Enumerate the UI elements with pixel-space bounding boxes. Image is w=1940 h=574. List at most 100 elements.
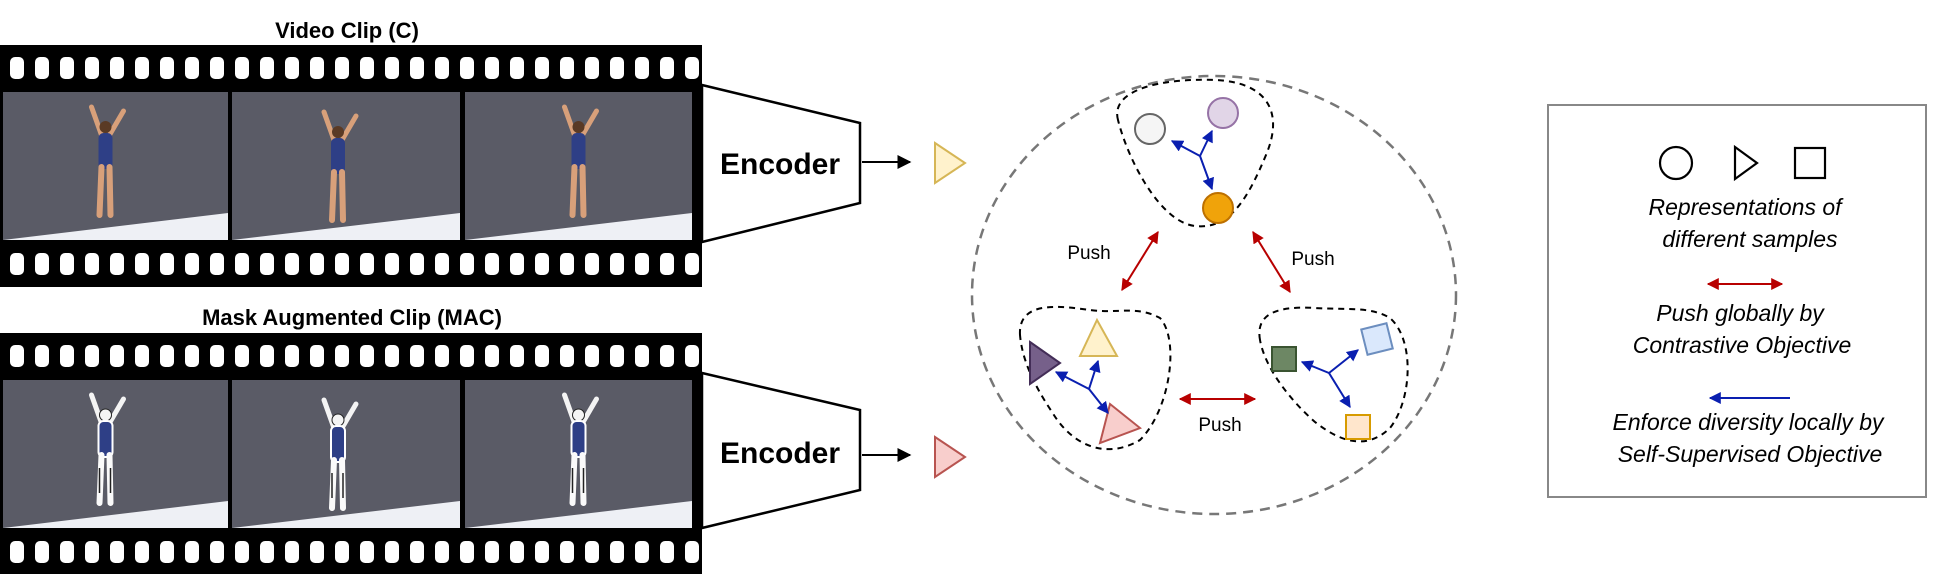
sprocket-hole (160, 345, 174, 367)
sprocket-hole (610, 541, 624, 563)
sprocket-hole (185, 345, 199, 367)
diversity-arrow (1328, 372, 1351, 409)
sprocket-hole (410, 253, 424, 275)
video-representation-triangle-icon (934, 141, 967, 185)
legend: Representations of different samples Pus… (1547, 104, 1927, 498)
diversity-arrow (1088, 388, 1109, 414)
sprocket-hole (435, 345, 449, 367)
encoder-top-label: Encoder (720, 148, 840, 181)
sprocket-hole (410, 345, 424, 367)
sprocket-hole (260, 345, 274, 367)
sprocket-hole (35, 57, 49, 79)
sprocket-hole (685, 57, 699, 79)
sprocket-hole (535, 345, 549, 367)
sprocket-hole (460, 541, 474, 563)
sprocket-hole (185, 541, 199, 563)
sprocket-hole (535, 57, 549, 79)
sprocket-hole (560, 57, 574, 79)
sprocket-hole (460, 345, 474, 367)
diversity-arrow (1300, 360, 1330, 374)
encoder-trapezoid-icon (700, 83, 862, 244)
sprocket-hole (410, 541, 424, 563)
sprocket-hole (610, 345, 624, 367)
sprocket-hole (410, 57, 424, 79)
mac-representation-triangle-icon (934, 435, 967, 479)
circle-icon (1658, 145, 1694, 181)
sprocket-hole (60, 345, 74, 367)
encoder-bottom: Encoder (700, 371, 862, 530)
sprocket-hole (685, 541, 699, 563)
yellow-triangle-sample-icon (1078, 317, 1119, 357)
sprocket-hole (585, 57, 599, 79)
sprocket-hole (85, 253, 99, 275)
sprocket-hole (10, 57, 24, 79)
sprocket-hole (335, 253, 349, 275)
sprocket-hole (435, 57, 449, 79)
sprocket-hole (535, 541, 549, 563)
encoder-bottom-label: Encoder (720, 437, 840, 470)
sprocket-hole (35, 541, 49, 563)
blue-square-sample-icon (1360, 322, 1394, 356)
sprocket-hole (60, 541, 74, 563)
legend-push-line1: Push globally by (1656, 300, 1825, 326)
cream-square-sample-icon (1345, 414, 1371, 440)
sprocket-hole (635, 57, 649, 79)
sprocket-hole (685, 253, 699, 275)
legend-push-line2: Contrastive Objective (1633, 332, 1852, 358)
sprocket-hole (635, 541, 649, 563)
sprocket-hole (160, 253, 174, 275)
sprocket-hole (610, 57, 624, 79)
sprocket-hole (335, 541, 349, 563)
sprocket-hole (210, 253, 224, 275)
diversity-arrow (1170, 140, 1201, 157)
sprocket-hole (210, 541, 224, 563)
sprocket-hole (585, 541, 599, 563)
green-square-sample-icon (1271, 346, 1297, 372)
sprocket-hole (10, 253, 24, 275)
sprocket-hole (210, 57, 224, 79)
sprocket-hole (310, 57, 324, 79)
sprocket-hole (360, 253, 374, 275)
sprocket-hole (485, 345, 499, 367)
diversity-arrow (1199, 155, 1214, 191)
sprocket-hole (610, 253, 624, 275)
mac-clip-title: Mask Augmented Clip (MAC) (202, 305, 502, 330)
sprocket-hole (185, 57, 199, 79)
sprocket-hole (510, 345, 524, 367)
sprocket-hole (110, 57, 124, 79)
sprocket-hole (310, 345, 324, 367)
sprocket-hole (235, 345, 249, 367)
cluster-circles-boundary (1116, 78, 1275, 228)
sprocket-hole (460, 253, 474, 275)
sprocket-hole (360, 541, 374, 563)
sprocket-hole (310, 541, 324, 563)
square-icon (1793, 146, 1827, 180)
sprocket-hole (260, 541, 274, 563)
sprocket-hole (510, 253, 524, 275)
sprocket-hole (35, 253, 49, 275)
sprocket-hole (310, 253, 324, 275)
mac-clip-film-strip (0, 333, 702, 574)
pink-triangle-sample-icon (1098, 402, 1142, 445)
gymnast-frame-icon (3, 92, 228, 240)
lilac-circle-sample-icon (1207, 97, 1239, 129)
sprocket-hole (260, 57, 274, 79)
sprocket-hole (585, 253, 599, 275)
sprocket-hole (60, 253, 74, 275)
sprocket-hole (135, 345, 149, 367)
sprocket-hole (560, 345, 574, 367)
orange-circle-sample-icon (1202, 192, 1234, 224)
sprocket-hole (285, 57, 299, 79)
sprocket-hole (85, 57, 99, 79)
push-arrow (1121, 230, 1159, 292)
sprocket-hole (85, 345, 99, 367)
sprocket-hole (660, 345, 674, 367)
legend-diversity-line1: Enforce diversity locally by (1613, 409, 1885, 435)
sprocket-hole (210, 345, 224, 367)
sprocket-hole (285, 345, 299, 367)
gymnast-frame-icon (232, 380, 460, 528)
legend-diversity-line2: Self-Supervised Objective (1618, 441, 1883, 467)
sprocket-hole (135, 57, 149, 79)
sprocket-hole (360, 345, 374, 367)
